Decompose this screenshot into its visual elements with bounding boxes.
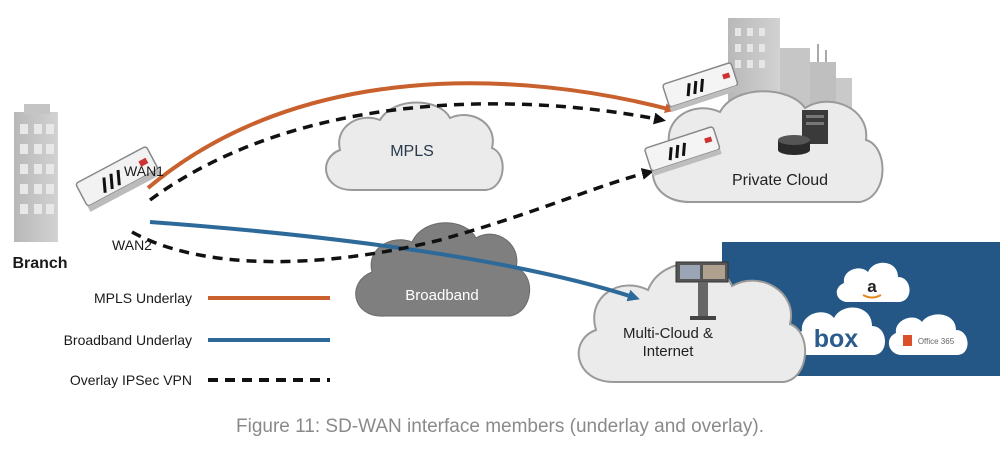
branch-label: Branch: [12, 255, 67, 272]
mpls-cloud-shape: [325, 101, 504, 191]
box-cloud-icon: box: [793, 307, 886, 355]
overlay-vpn-line-bottom: [131, 168, 654, 264]
amazon-cloud-icon: a: [836, 262, 910, 302]
legend-broadband-label: Broadband Underlay: [64, 332, 192, 348]
sdwan-diagram: a box Office 365 Private Cloud: [12, 18, 1000, 388]
legend: MPLS Underlay Broadband Underlay Overlay…: [64, 290, 330, 388]
wan1-label: WAN1: [124, 163, 164, 179]
office365-logo-label: Office 365: [918, 337, 955, 346]
legend-overlay-label: Overlay IPSec VPN: [70, 372, 192, 388]
office365-cloud-icon: Office 365: [888, 314, 968, 355]
amazon-logo-label: a: [867, 277, 877, 296]
branch-sdwan-device-icon: [75, 146, 162, 212]
multi-cloud-label-line1: Multi-Cloud &: [623, 325, 713, 342]
multi-cloud-label-line2: Internet: [643, 343, 695, 360]
broadband-underlay-line: [149, 220, 640, 302]
overlay-vpn-line-top: [148, 102, 666, 202]
private-cloud-device-top-icon: [662, 62, 740, 113]
mpls-cloud-label: MPLS: [390, 143, 434, 160]
broadband-cloud-label: Broadband: [405, 287, 478, 304]
private-cloud-label: Private Cloud: [732, 172, 828, 189]
figure-caption: Figure 11: SD-WAN interface members (und…: [236, 416, 764, 437]
legend-mpls-label: MPLS Underlay: [94, 290, 192, 306]
mpls-underlay-line: [146, 81, 675, 190]
storage-server-icon: [778, 110, 828, 155]
wan2-label: WAN2: [112, 237, 152, 253]
branch-building-icon: [14, 104, 58, 242]
media-display-icon: [675, 261, 729, 320]
private-cloud-device-bottom-icon: [644, 126, 722, 177]
box-logo-label: box: [814, 325, 859, 353]
